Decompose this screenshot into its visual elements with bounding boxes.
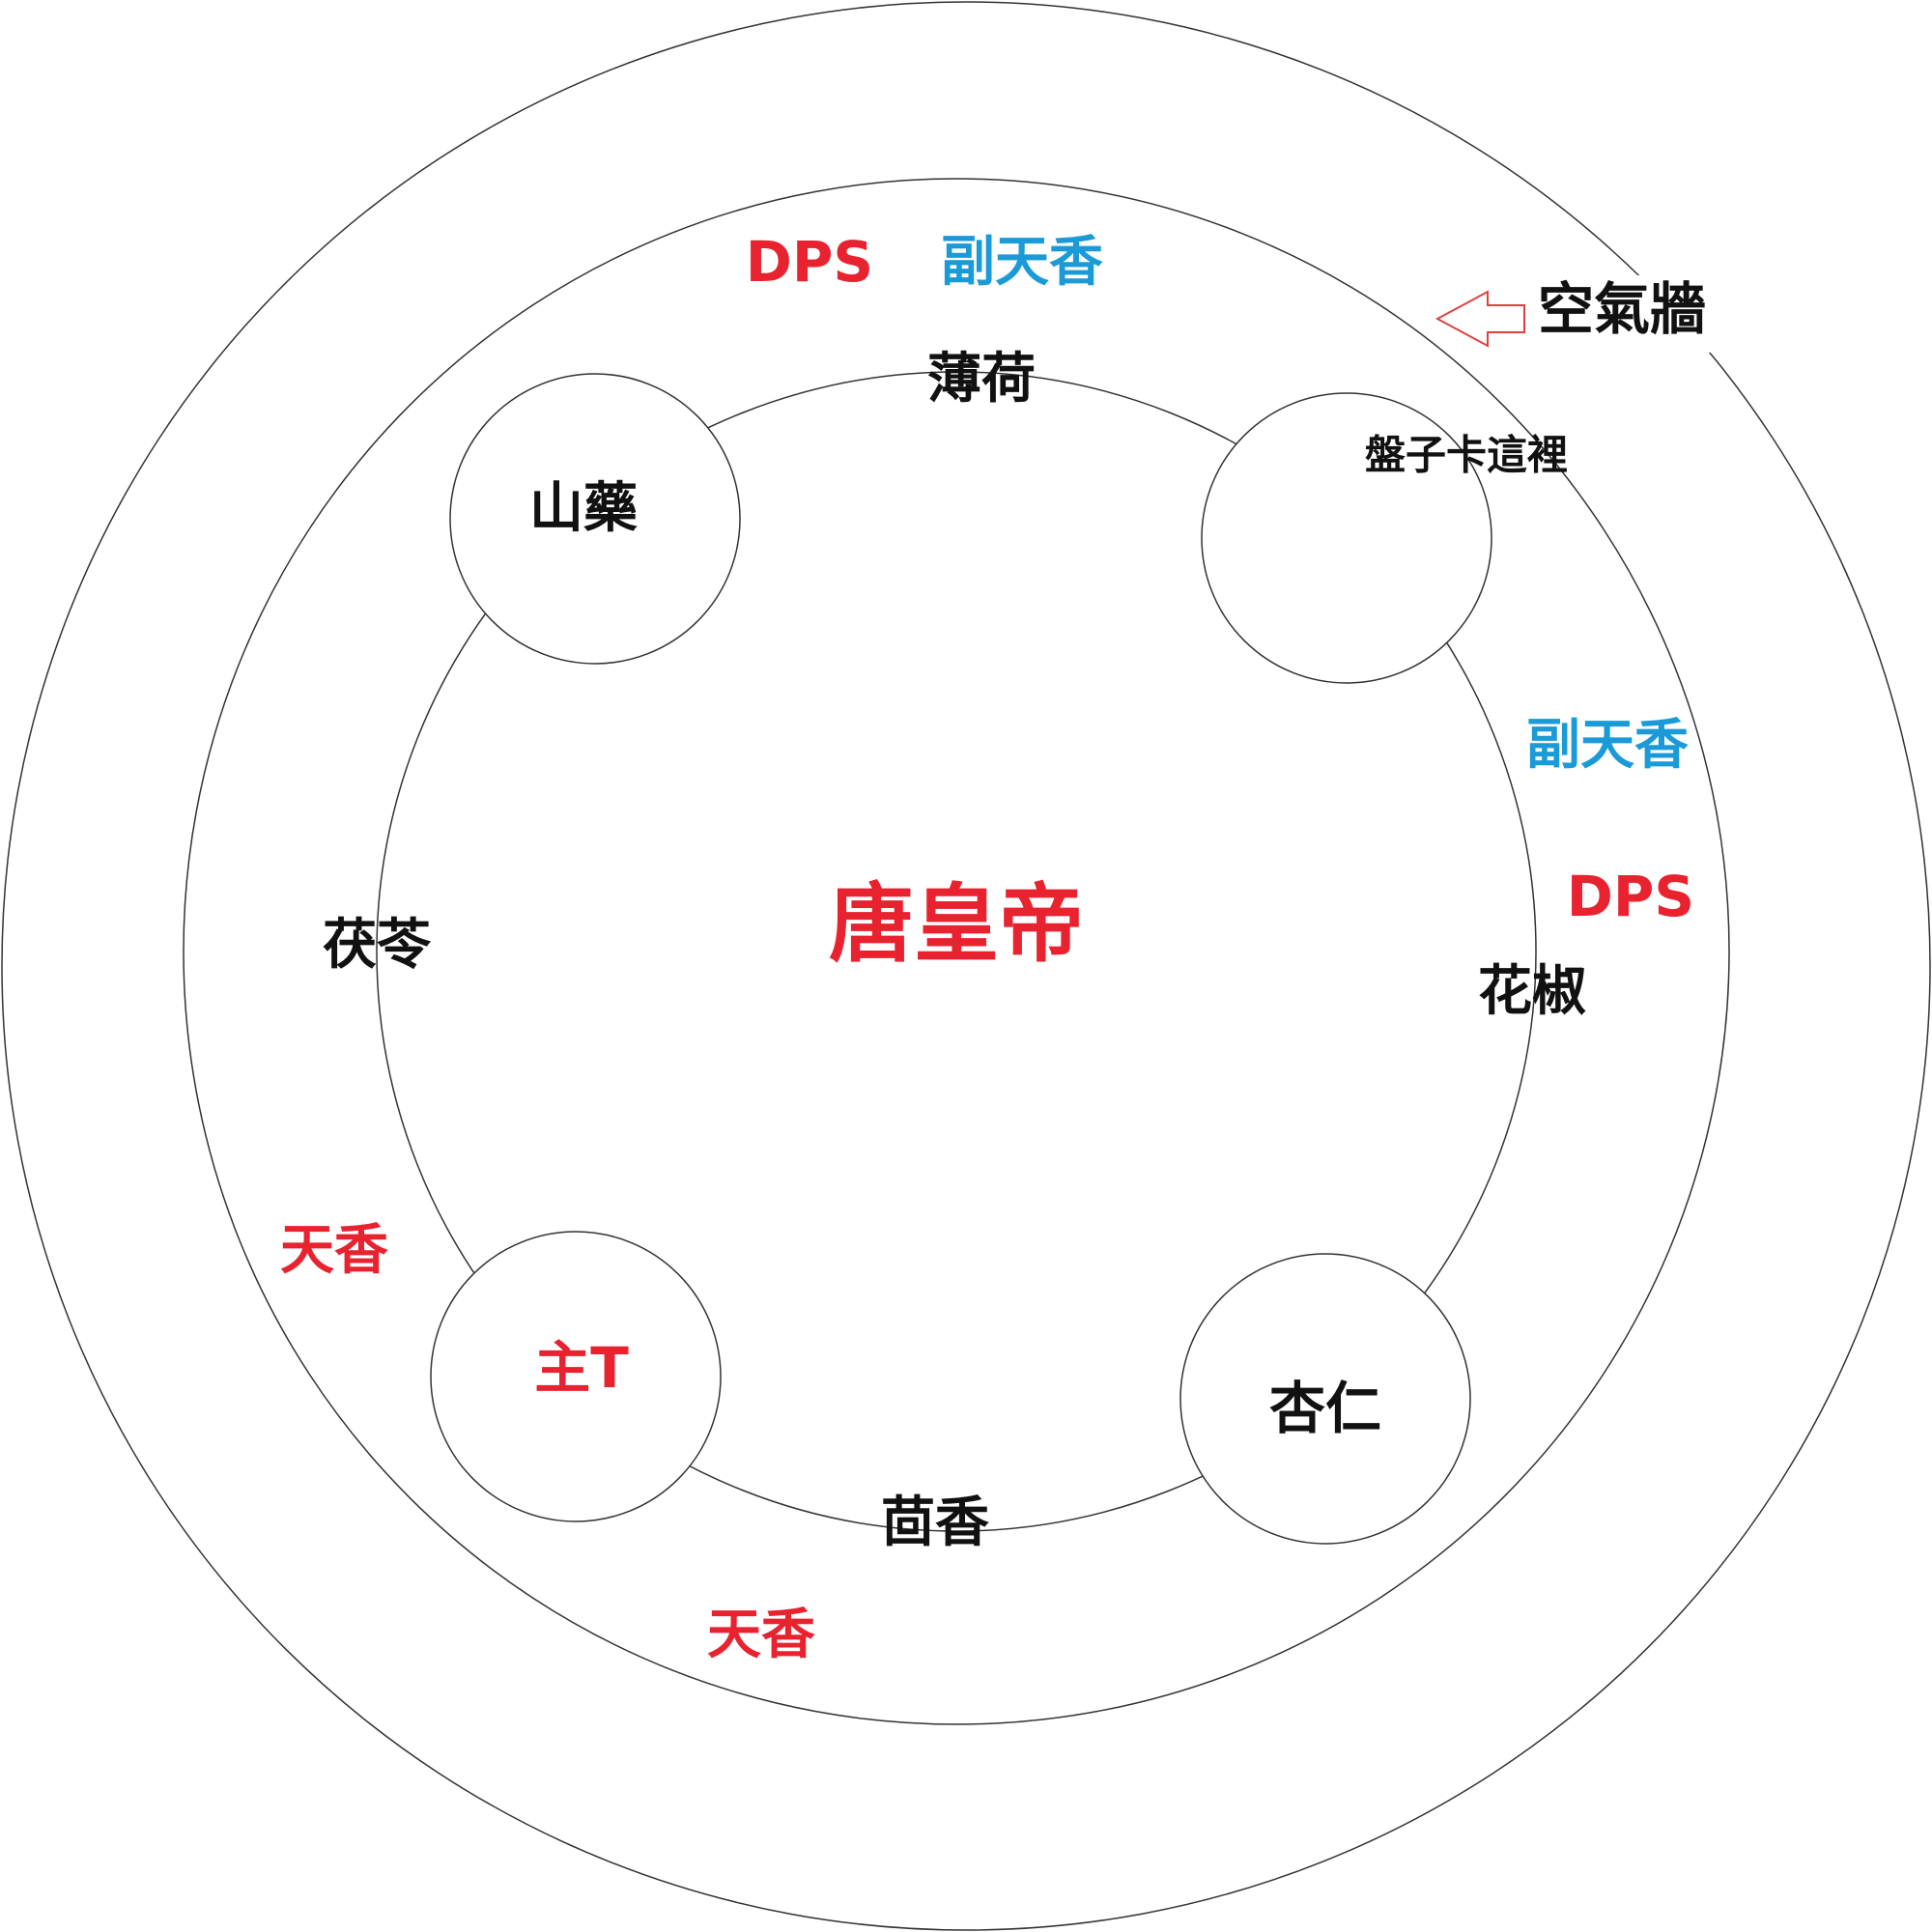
role-dps-top: DPS	[746, 229, 873, 295]
role-sub-healer-top: 副天香	[941, 231, 1103, 294]
middle-ring	[183, 178, 1730, 1725]
pillar-top-left	[449, 373, 741, 665]
role-sub-healer-right: 副天香	[1526, 714, 1689, 777]
pillar-note-top-right: 盤子卡這裡	[1365, 432, 1568, 479]
wall-label-backdrop	[1526, 275, 1734, 353]
arrow-left-icon	[1435, 290, 1525, 348]
pillar-label-bottom-right: 杏仁	[1269, 1376, 1381, 1441]
inner-label-top: 薄荷	[927, 348, 1036, 411]
air-wall-label: 空氣牆	[1538, 276, 1706, 342]
pillar-bottom-right	[1179, 1253, 1471, 1545]
pillar-bottom-left	[430, 1231, 722, 1522]
inner-ring	[376, 371, 1537, 1532]
pillar-label-top-left: 山藥	[529, 477, 638, 540]
inner-label-left: 茯苓	[323, 914, 432, 977]
pillar-label-bottom-left: 主T	[534, 1335, 629, 1401]
inner-label-right: 花椒	[1478, 960, 1586, 1023]
inner-label-bottom: 茴香	[881, 1492, 989, 1554]
role-healer-bottom: 天香	[707, 1604, 815, 1666]
boss-label: 唐皇帝	[829, 874, 1084, 974]
role-healer-left: 天香	[280, 1219, 388, 1282]
pillar-top-right	[1201, 392, 1492, 684]
role-dps-right: DPS	[1567, 864, 1694, 929]
